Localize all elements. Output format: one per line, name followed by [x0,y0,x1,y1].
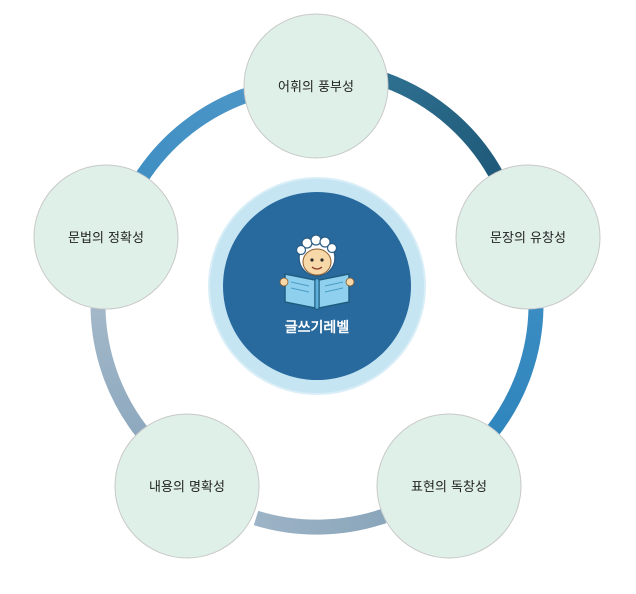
ring-segment-top-left [133,86,253,185]
ring-segment-bottom [253,508,387,535]
connecting-ring [90,72,544,535]
node-originality-label: 표현의 독창성 [411,480,487,495]
center-title: 글쓰기레벨 [285,320,350,336]
node-fluency: 문장의 유창성 [455,164,601,310]
ring-segment-left-low [90,307,148,437]
ring-segment-top-right [382,72,507,186]
node-clarity: 내용의 명확성 [114,413,260,559]
node-grammar-label: 문법의 정확성 [68,231,144,246]
ring-segment-right [486,307,544,437]
node-grammar: 문법의 정확성 [33,164,179,310]
center-hub: 글쓰기레벨 [208,177,426,395]
node-originality: 표현의 독창성 [376,413,522,559]
node-fluency-label: 문장의 유창성 [490,231,566,246]
node-clarity-label: 내용의 명확성 [149,480,225,495]
node-vocabulary: 어휘의 풍부성 [243,13,389,159]
node-vocabulary-label: 어휘의 풍부성 [278,80,354,95]
reading-child-icon [279,234,355,311]
